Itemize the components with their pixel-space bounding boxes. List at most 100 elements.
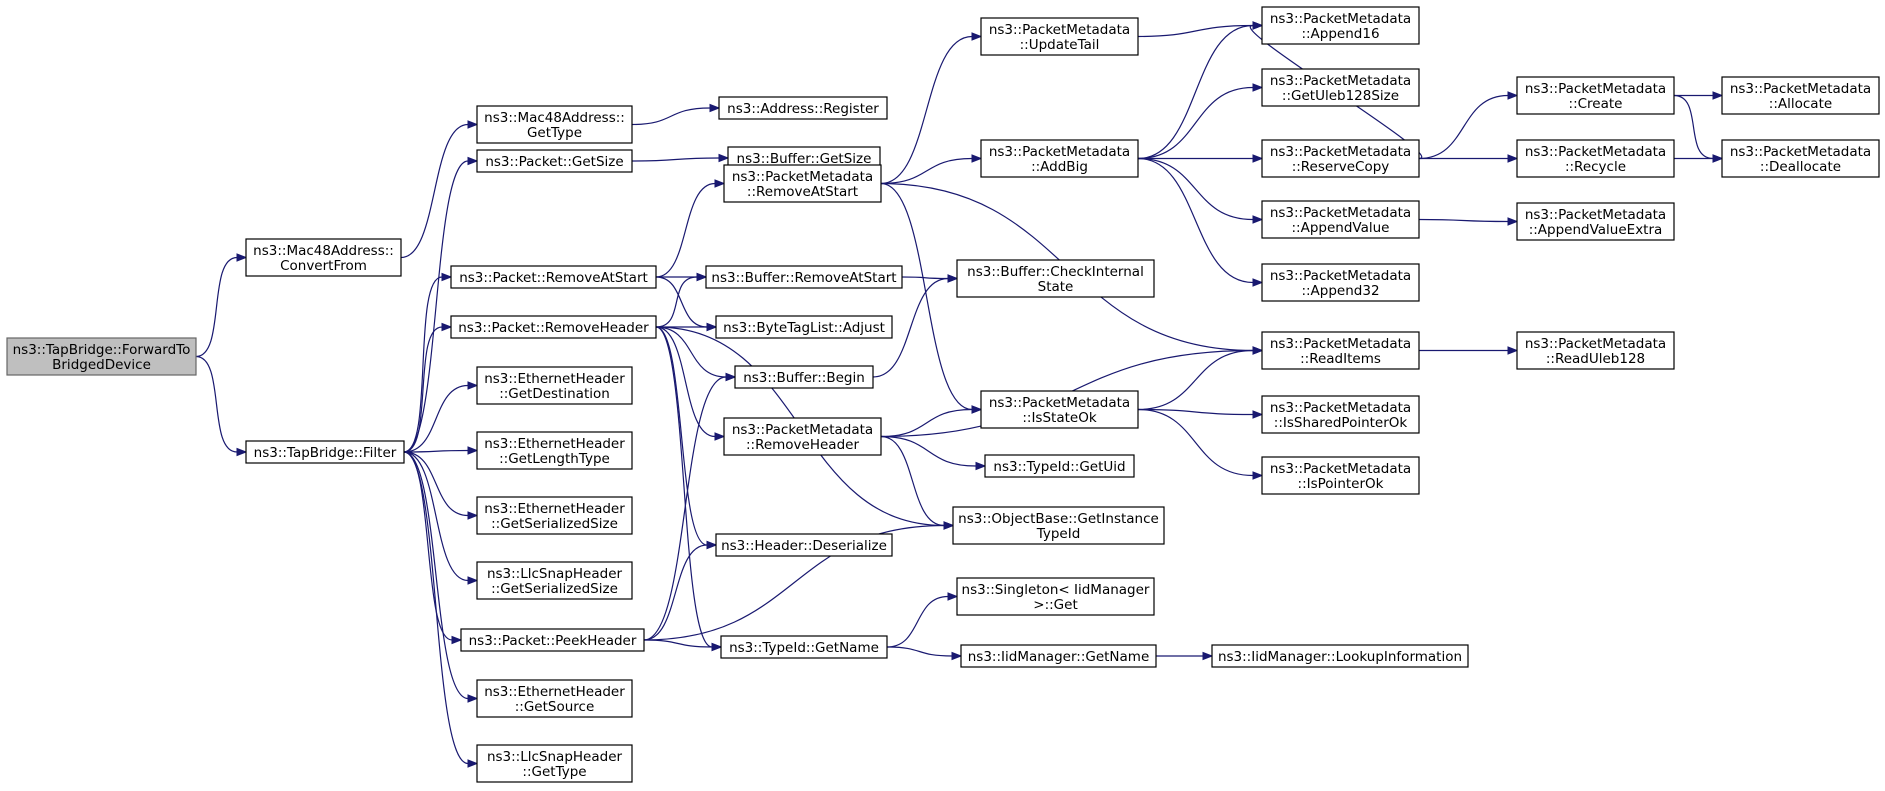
node-packet-peekheader[interactable]: ns3::Packet::PeekHeader <box>460 628 645 652</box>
node-pm-issharedpointerok[interactable]: ns3::PacketMetadata::IsSharedPointerOk <box>1261 395 1420 434</box>
node-eth-getserializedsize[interactable]: ns3::EthernetHeader::GetSerializedSize <box>476 496 633 535</box>
node-pm-appendvalueextra[interactable]: ns3::PacketMetadata::AppendValueExtra <box>1516 202 1675 241</box>
node-box <box>476 679 633 718</box>
arrowhead-icon <box>1252 346 1264 355</box>
node-label: ns3::PacketMetadata <box>989 22 1130 38</box>
node-pm-recycle[interactable]: ns3::PacketMetadata::Recycle <box>1516 139 1675 178</box>
node-label: ns3::PacketMetadata <box>732 169 873 185</box>
node-pm-reservecopy[interactable]: ns3::PacketMetadata::ReserveCopy <box>1261 139 1420 178</box>
edge-line <box>1137 408 1254 416</box>
edge-line <box>880 435 977 467</box>
edge-filter-to-eth-getsource <box>403 451 479 703</box>
edge-line <box>403 451 469 517</box>
edge-line <box>880 182 973 411</box>
edge-pm-isstateok-to-pm-readitems <box>1137 346 1264 411</box>
node-pm-ispointerok[interactable]: ns3::PacketMetadata::IsPointerOk <box>1261 456 1420 495</box>
node-box <box>723 417 882 456</box>
edge-line <box>1137 24 1254 160</box>
edge-line <box>655 326 716 438</box>
node-eth-getdestination[interactable]: ns3::EthernetHeader::GetDestination <box>476 366 633 405</box>
edge-pm-updatetail-to-pm-append16 <box>1137 21 1264 38</box>
arrowhead-icon <box>451 635 463 645</box>
node-box <box>476 366 633 405</box>
node-label: ns3::ByteTagList::Adjust <box>723 320 885 336</box>
node-label: ::Recycle <box>1565 159 1626 175</box>
node-pm-allocate[interactable]: ns3::PacketMetadata::Allocate <box>1721 76 1880 115</box>
node-eth-getlengthtype[interactable]: ns3::EthernetHeader::GetLengthType <box>476 431 633 470</box>
node-packet-getsize[interactable]: ns3::Packet::GetSize <box>476 149 633 173</box>
node-pm-readitems[interactable]: ns3::PacketMetadata::ReadItems <box>1261 331 1420 370</box>
node-iidmanager-lookupinformation[interactable]: ns3::IidManager::LookupInformation <box>1211 644 1469 668</box>
node-packet-removeheader[interactable]: ns3::Packet::RemoveHeader <box>450 315 657 339</box>
node-pm-isstateok[interactable]: ns3::PacketMetadata::IsStateOk <box>980 390 1139 429</box>
edge-filter-to-packet-removeheader <box>403 322 453 453</box>
node-pm-readuleb128[interactable]: ns3::PacketMetadata::ReadUleb128 <box>1516 331 1675 370</box>
edge-line <box>1418 94 1509 160</box>
node-typeid-getname[interactable]: ns3::TypeId::GetName <box>720 635 888 659</box>
node-llc-getserializedsize[interactable]: ns3::LlcSnapHeader::GetSerializedSize <box>476 561 633 600</box>
node-label: ::ReadItems <box>1300 351 1381 367</box>
edge-line <box>1137 408 1254 477</box>
node-singleton-get[interactable]: ns3::Singleton< IidManager >::Get <box>956 577 1155 616</box>
node-pm-removeheader[interactable]: ns3::PacketMetadata::RemoveHeader <box>723 417 882 456</box>
node-typeid-getuid[interactable]: ns3::TypeId::GetUid <box>984 454 1135 478</box>
edge-filter-to-eth-getserializedsize <box>403 451 479 520</box>
node-label: ns3::EthernetHeader <box>484 501 625 517</box>
node-buffer-removeatstart[interactable]: ns3::Buffer::RemoveAtStart <box>705 265 903 289</box>
node-address-register[interactable]: ns3::Address::Register <box>718 96 888 120</box>
node-pm-deallocate[interactable]: ns3::PacketMetadata::Deallocate <box>1721 139 1880 178</box>
edge-line <box>403 451 469 582</box>
node-pm-create[interactable]: ns3::PacketMetadata::Create <box>1516 76 1675 115</box>
node-pm-append32[interactable]: ns3::PacketMetadata::Append32 <box>1261 263 1420 302</box>
node-eth-getsource[interactable]: ns3::EthernetHeader::GetSource <box>476 679 633 718</box>
node-pm-updatetail[interactable]: ns3::PacketMetadata::UpdateTail <box>980 17 1139 56</box>
node-filter[interactable]: ns3::TapBridge::Filter <box>245 440 405 464</box>
arrowhead-icon <box>709 103 721 113</box>
edge-pm-recycle-to-pm-deallocate <box>1674 154 1724 163</box>
arrowhead-icon <box>971 405 983 414</box>
node-pm-getuleb128size[interactable]: ns3::PacketMetadata::GetUleb128Size <box>1261 68 1420 107</box>
arrowhead-icon <box>947 592 959 601</box>
edge-iidmanager-getname-to-iidmanager-lookupinformation <box>1156 651 1214 661</box>
edge-filter-to-llc-getserializedsize <box>403 451 479 585</box>
edge-pm-appendvalue-to-pm-appendvalueextra <box>1418 217 1519 226</box>
edge-line <box>643 524 945 641</box>
node-label: ::ReadUleb128 <box>1546 351 1645 367</box>
node-label: ::GetLengthType <box>499 451 610 467</box>
node-buffer-begin[interactable]: ns3::Buffer::Begin <box>734 365 874 389</box>
node-pm-append16[interactable]: ns3::PacketMetadata::Append16 <box>1261 6 1420 45</box>
node-header-deserialize[interactable]: ns3::Header::Deserialize <box>715 533 893 557</box>
node-mac-gettype[interactable]: ns3::Mac48Address::GetType <box>476 105 633 144</box>
node-label: ns3::TypeId::GetUid <box>993 459 1125 475</box>
arrowhead-icon <box>1252 154 1264 163</box>
edge-mac-gettype-to-address-register <box>631 103 721 126</box>
node-convert-from[interactable]: ns3::Mac48Address::ConvertFrom <box>245 238 402 277</box>
node-label: ns3::LlcSnapHeader <box>487 749 623 765</box>
node-buffer-getsize[interactable]: ns3::Buffer::GetSize <box>727 146 881 170</box>
node-box <box>980 139 1139 178</box>
node-pm-appendvalue[interactable]: ns3::PacketMetadata::AppendValue <box>1261 200 1420 239</box>
node-label: ns3::Packet::RemoveHeader <box>458 320 649 336</box>
node-box <box>734 365 874 389</box>
node-pm-addbig[interactable]: ns3::PacketMetadata::AddBig <box>980 139 1139 178</box>
node-box <box>1721 139 1880 178</box>
node-label: ns3::Mac48Address:: <box>253 243 394 259</box>
node-box <box>476 561 633 600</box>
edge-packet-removeatstart-to-pm-removeatstart <box>655 179 726 278</box>
node-llc-gettype[interactable]: ns3::LlcSnapHeader::GetType <box>476 744 633 783</box>
node-pm-removeatstart[interactable]: ns3::PacketMetadata::RemoveAtStart <box>723 164 882 203</box>
node-box <box>715 315 893 339</box>
node-packet-removeatstart[interactable]: ns3::Packet::RemoveAtStart <box>450 265 657 289</box>
edge-line <box>631 107 711 126</box>
node-bytetaglist-adjust[interactable]: ns3::ByteTagList::Adjust <box>715 315 893 339</box>
node-label: ns3::PacketMetadata <box>1525 336 1666 352</box>
edge-convert-from-to-mac-gettype <box>400 120 479 259</box>
node-label: ns3::PacketMetadata <box>1525 144 1666 160</box>
node-label: ns3::PacketMetadata <box>1270 400 1411 416</box>
node-iidmanager-getname[interactable]: ns3::IidManager::GetName <box>960 644 1157 668</box>
node-box <box>980 390 1139 429</box>
edge-line <box>1137 157 1254 284</box>
